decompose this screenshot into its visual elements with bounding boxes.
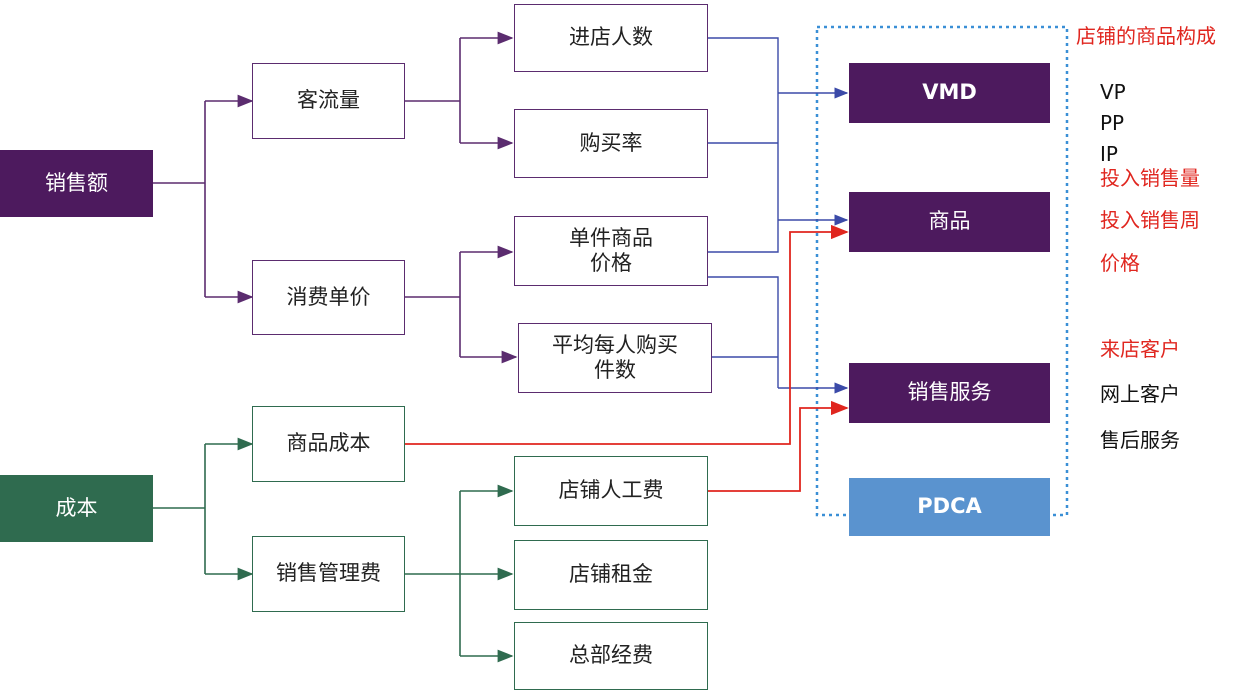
node-unit-price: 消费单价 xyxy=(252,260,405,335)
node-vmd: VMD xyxy=(849,63,1050,123)
goods-item: 投入销售周 xyxy=(1100,208,1200,232)
panel-title: 店铺的商品构成 xyxy=(1076,24,1216,48)
vmd-item: IP xyxy=(1100,142,1118,166)
node-goods-cost: 商品成本 xyxy=(252,406,405,482)
node-rent: 店铺租金 xyxy=(514,540,708,610)
node-service: 销售服务 xyxy=(849,363,1050,423)
goods-item: 投入销售量 xyxy=(1100,166,1200,190)
node-pdca: PDCA xyxy=(849,478,1050,536)
node-avg-items: 平均每人购买 件数 xyxy=(518,323,712,393)
service-item: 来店客户 xyxy=(1100,337,1180,361)
node-mgmt-cost: 销售管理费 xyxy=(252,536,405,612)
service-item: 网上客户 xyxy=(1100,382,1180,406)
node-item-price: 单件商品 价格 xyxy=(514,216,708,286)
node-sales: 销售额 xyxy=(0,150,153,217)
node-visitors: 进店人数 xyxy=(514,4,708,72)
node-buy-rate: 购买率 xyxy=(514,109,708,178)
goods-item: 价格 xyxy=(1100,251,1140,275)
node-hq: 总部经费 xyxy=(514,622,708,690)
node-traffic: 客流量 xyxy=(252,63,405,139)
node-cost: 成本 xyxy=(0,475,153,542)
node-goods: 商品 xyxy=(849,192,1050,252)
vmd-item: PP xyxy=(1100,111,1125,135)
vmd-item: VP xyxy=(1100,80,1126,104)
node-labor: 店铺人工费 xyxy=(514,456,708,526)
service-item: 售后服务 xyxy=(1100,428,1180,452)
